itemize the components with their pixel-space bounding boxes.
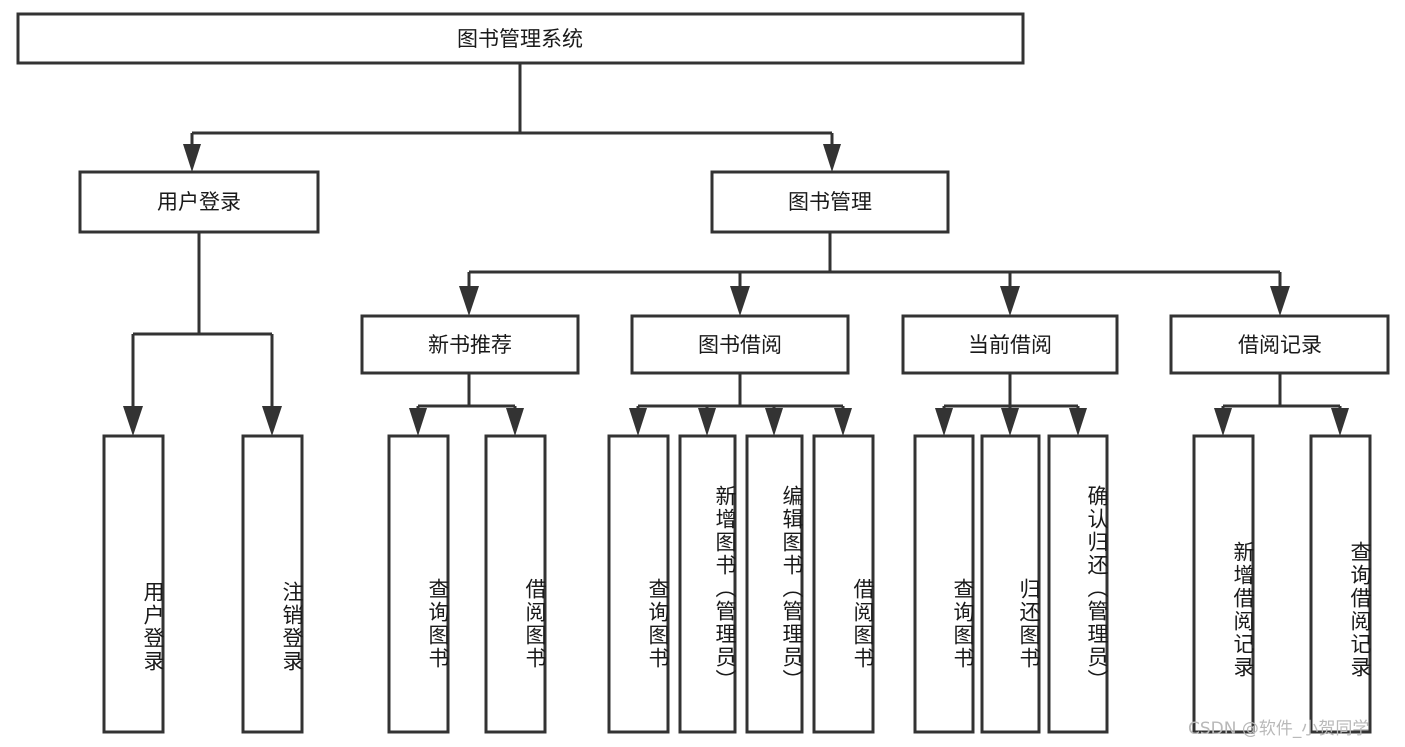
connector-root-to-level1: [183, 63, 841, 172]
node-new-book-recommend[interactable]: 新书推荐: [360, 314, 580, 375]
leaf-box-add-record: [1192, 434, 1255, 734]
leaf-box-query-book-3: [913, 434, 975, 734]
leaf-box-edit-book: [745, 434, 804, 734]
leaf-box-query-record: [1309, 434, 1372, 734]
leaf-box-query-book-2: [607, 434, 670, 734]
leaf-box-query-book-1: [387, 434, 450, 734]
node-root-label: 图书管理系统: [457, 27, 583, 51]
node-current-borrow-label: 当前借阅: [968, 333, 1052, 357]
connector-user-login-to-leaves: [123, 232, 282, 436]
connector-book-management-to-level2: [459, 232, 1290, 316]
leaf-box-add-book: [678, 434, 737, 734]
node-book-borrow[interactable]: 图书借阅: [630, 314, 850, 375]
connector-book-borrow-to-leaves: [629, 373, 852, 436]
node-current-borrow[interactable]: 当前借阅: [901, 314, 1119, 375]
node-user-login-label: 用户登录: [157, 190, 241, 214]
csdn-watermark: CSDN @软件_小贺同学: [1188, 719, 1370, 739]
leaf-box-user-login: [102, 434, 165, 734]
connector-current-borrow-to-leaves: [935, 373, 1087, 436]
node-user-login[interactable]: 用户登录: [78, 170, 320, 234]
node-book-borrow-label: 图书借阅: [698, 333, 782, 357]
node-root[interactable]: 图书管理系统: [16, 12, 1025, 65]
connector-borrow-record-to-leaves: [1214, 373, 1349, 436]
node-book-management[interactable]: 图书管理: [710, 170, 950, 234]
leaf-box-borrow-book-1: [484, 434, 547, 734]
node-book-management-label: 图书管理: [788, 190, 872, 214]
node-borrow-record-label: 借阅记录: [1238, 333, 1322, 357]
leaf-box-borrow-book-2: [812, 434, 875, 734]
leaf-box-user-logout: [241, 434, 304, 734]
node-new-book-recommend-label: 新书推荐: [428, 333, 512, 357]
leaf-boxes: [102, 434, 1372, 734]
leaf-box-confirm-return: [1047, 434, 1109, 734]
connector-new-book-recommend-to-leaves: [409, 373, 524, 436]
node-borrow-record[interactable]: 借阅记录: [1169, 314, 1390, 375]
leaf-box-return-book: [980, 434, 1041, 734]
